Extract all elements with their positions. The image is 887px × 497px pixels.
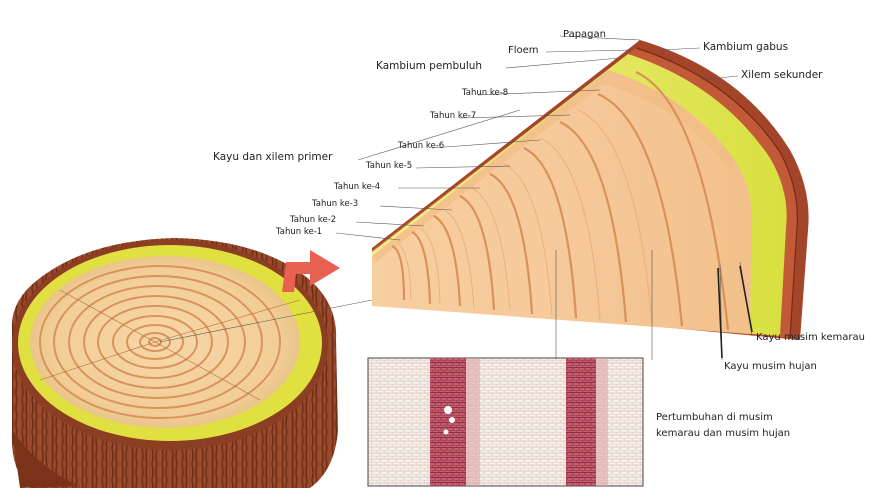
label-tahun-8: Tahun ke-8 <box>462 89 508 98</box>
label-papagan: Papagan <box>563 30 606 40</box>
label-xilem-sekunder: Xilem sekunder <box>741 70 823 81</box>
label-tahun-1: Tahun ke-1 <box>276 228 322 237</box>
label-kayu-musim-kemarau: Kayu musim kemarau <box>756 333 865 343</box>
label-floem: Floem <box>508 46 539 56</box>
label-tahun-3: Tahun ke-3 <box>312 200 358 209</box>
label-tahun-7: Tahun ke-7 <box>430 112 476 121</box>
microscopic-section <box>368 358 643 486</box>
label-tahun-5: Tahun ke-5 <box>366 162 412 171</box>
label-tahun-2: Tahun ke-2 <box>290 216 336 225</box>
label-kayu-xilem-primer: Kayu dan xilem primer <box>213 152 332 163</box>
label-tahun-6: Tahun ke-6 <box>398 142 444 151</box>
label-pertumbuhan-line1: Pertumbuhan di musim <box>656 413 773 423</box>
label-tahun-4: Tahun ke-4 <box>334 183 380 192</box>
label-pertumbuhan-line2: kemarau dan musim hujan <box>656 429 790 439</box>
wood-wedge <box>372 40 809 340</box>
label-kayu-musim-hujan: Kayu musim hujan <box>724 362 817 372</box>
label-kambium-pembuluh: Kambium pembuluh <box>376 61 482 72</box>
label-kambium-gabus: Kambium gabus <box>703 42 788 53</box>
